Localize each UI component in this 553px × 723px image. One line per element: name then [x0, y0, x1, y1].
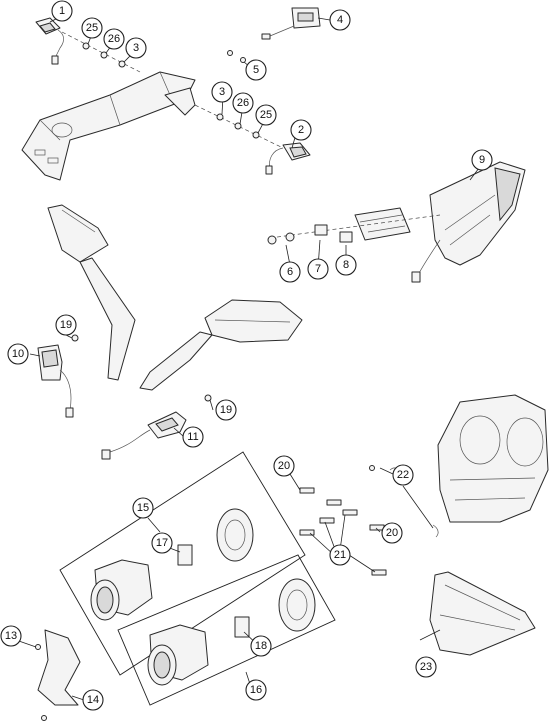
- callout-label: 7: [315, 263, 321, 275]
- callout-label: 15: [137, 502, 149, 514]
- callout-26-lower: 26: [232, 92, 254, 114]
- turn-signal-rear-left: [37, 334, 79, 418]
- callout-20-upper: 20: [273, 455, 295, 477]
- callout-23: 23: [415, 656, 437, 678]
- callout-label: 19: [220, 404, 232, 416]
- callout-label: 21: [334, 549, 346, 561]
- screws-5: [227, 50, 246, 63]
- callout-label: 9: [479, 154, 485, 166]
- callout-3-upper: 3: [125, 37, 147, 59]
- callout-20-lower: 20: [381, 522, 403, 544]
- callout-10: 10: [7, 343, 29, 365]
- callout-label: 13: [5, 630, 17, 642]
- callout-6: 6: [279, 261, 301, 283]
- callout-3-lower: 3: [211, 81, 233, 103]
- callout-2: 2: [290, 119, 312, 141]
- callout-7: 7: [307, 258, 329, 280]
- headlight-assembly-lower: [117, 554, 336, 706]
- headlight-assembly-upper: [59, 451, 306, 676]
- callout-17: 17: [151, 532, 173, 554]
- callout-label: 14: [87, 694, 99, 706]
- callout-label: 19: [60, 319, 72, 331]
- callout-label: 16: [250, 684, 262, 696]
- callout-label: 11: [187, 431, 198, 443]
- callout-label: 20: [386, 527, 398, 539]
- callout-25-upper: 25: [81, 17, 103, 39]
- callout-22: 22: [392, 464, 414, 486]
- callout-label: 3: [219, 86, 225, 98]
- callout-label: 26: [237, 97, 249, 109]
- callout-label: 4: [337, 14, 343, 26]
- mounting-bracket: [35, 629, 81, 721]
- callout-19-lower: 19: [215, 399, 237, 421]
- callout-4: 4: [329, 9, 351, 31]
- headlight-bracket: [437, 394, 549, 523]
- callout-5: 5: [245, 59, 267, 81]
- callout-18: 18: [250, 635, 272, 657]
- callout-label: 25: [260, 109, 272, 121]
- callout-14: 14: [82, 689, 104, 711]
- callout-label: 3: [133, 42, 139, 54]
- callout-label: 6: [287, 266, 293, 278]
- tail-light: [267, 161, 526, 283]
- callout-label: 2: [298, 124, 304, 136]
- callout-label: 1: [59, 5, 65, 17]
- turn-signal-front-left: [35, 17, 141, 73]
- callout-8: 8: [335, 254, 357, 276]
- screws-20-21-22: [299, 465, 439, 576]
- callout-26-upper: 26: [103, 28, 125, 50]
- callout-11: 11: [182, 426, 204, 448]
- callout-label: 25: [86, 22, 98, 34]
- callout-label: 8: [343, 259, 349, 271]
- callout-label: 17: [156, 537, 168, 549]
- callout-1: 1: [51, 0, 73, 22]
- callout-label: 23: [420, 661, 432, 673]
- callout-19-upper: 19: [55, 314, 77, 336]
- callout-label: 20: [278, 460, 290, 472]
- callout-13: 13: [0, 625, 22, 647]
- callout-label: 10: [12, 348, 24, 360]
- front-fairing-cover: [429, 571, 536, 656]
- license-plate-light: [261, 7, 321, 40]
- license-plate-holder: [21, 71, 196, 181]
- callout-21: 21: [329, 544, 351, 566]
- turn-signal-rear-right: [194, 104, 311, 175]
- callout-label: 18: [255, 640, 267, 652]
- callout-16: 16: [245, 679, 267, 701]
- turn-signal-front-right: [101, 394, 212, 460]
- callout-15: 15: [132, 497, 154, 519]
- callout-label: 22: [397, 469, 409, 481]
- callout-9: 9: [471, 149, 493, 171]
- mirror-left: [47, 204, 136, 381]
- mirror-right: [139, 299, 303, 391]
- callout-label: 5: [253, 64, 259, 76]
- callout-label: 26: [108, 33, 120, 45]
- callout-25-lower: 25: [255, 104, 277, 126]
